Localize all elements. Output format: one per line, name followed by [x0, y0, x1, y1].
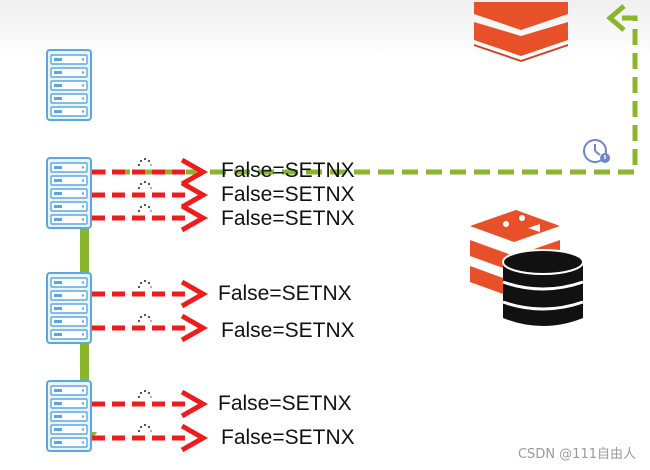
- lock-path-line: [90, 15, 638, 175]
- response-label: False=SETNX: [218, 282, 352, 305]
- request-arrowhead: [180, 313, 209, 343]
- clock-icon: [583, 139, 610, 163]
- spinner-icon: [137, 279, 153, 289]
- request-arrowhead: [180, 423, 209, 453]
- redis-logo-icon: [474, 2, 568, 62]
- request-arrowhead: [180, 279, 209, 309]
- response-label: False=SETNX: [221, 183, 355, 206]
- spinner-icon: [137, 423, 153, 433]
- spinner-icon: [137, 313, 153, 323]
- response-label: False=SETNX: [221, 159, 355, 182]
- spinner-icon: [137, 180, 153, 190]
- request-arrowhead: [180, 203, 209, 233]
- spinner-icon: [137, 389, 153, 399]
- server-icon: [46, 380, 92, 452]
- server-icon: [46, 49, 92, 121]
- request-arrowhead: [180, 389, 209, 419]
- request-arrowhead: [180, 157, 209, 187]
- server-icon: [46, 272, 92, 344]
- redis-database-icon: [502, 249, 584, 326]
- response-label: False=SETNX: [221, 426, 355, 449]
- spinner-icon: [137, 157, 153, 167]
- request-arrowhead: [180, 180, 209, 210]
- response-label: False=SETNX: [221, 319, 355, 342]
- spinner-icon: [137, 203, 153, 213]
- watermark: CSDN @111自由人: [517, 447, 636, 462]
- lock-path-arrowhead: [606, 4, 626, 32]
- response-label: False=SETNX: [221, 207, 355, 230]
- server-icon: [46, 157, 92, 229]
- response-label: False=SETNX: [218, 392, 352, 415]
